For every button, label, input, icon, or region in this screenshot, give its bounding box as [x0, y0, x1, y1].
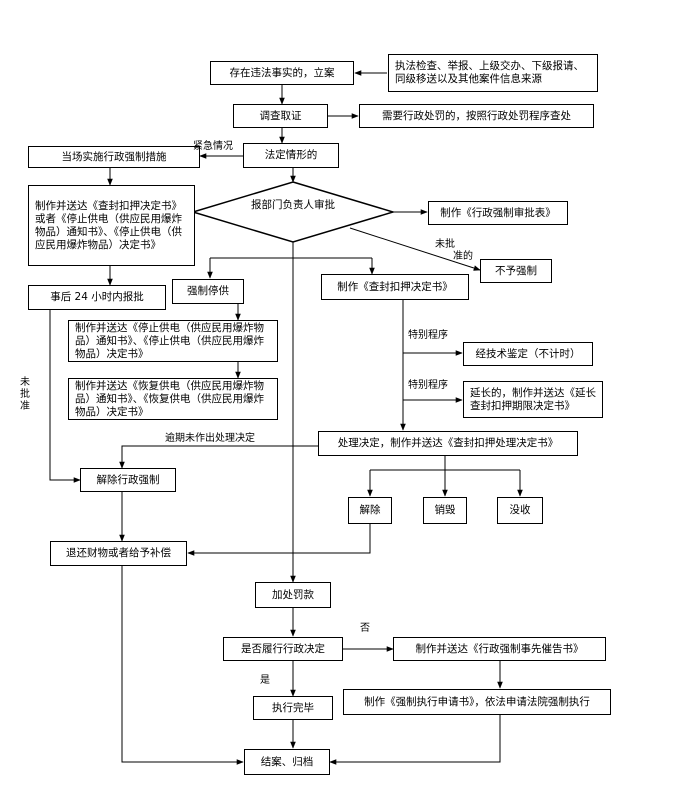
- onsite-box: 当场实施行政强制措施: [28, 146, 200, 168]
- release-text: 解除: [359, 504, 381, 516]
- arrow-return-to-archive: [121, 566, 244, 765]
- fine-box: 加处罚款: [255, 582, 331, 608]
- approval-diamond: [190, 181, 396, 243]
- arrow-approval-to-noenforce: [349, 227, 481, 271]
- label-left-not-approved: 未批准: [20, 377, 30, 412]
- seal-doc-text: 制作并送达《查封扣押决定书》或者《停止供电（供应民用爆炸物品）通知书》、《停止供…: [35, 199, 182, 251]
- extension-box: 延长的，制作并送达《延长查封扣押期限决定书》: [463, 381, 603, 418]
- stop-notice-text: 制作并送达《停止供电（供应民用爆炸物品）通知书》、《停止供电（供应民用爆炸物品）…: [75, 321, 264, 360]
- statutory-box: 法定情形的: [243, 143, 339, 168]
- fulfilled-text: 是否履行行政决定: [241, 642, 325, 655]
- investigate-box: 调查取证: [233, 104, 328, 128]
- fulfilled-box: 是否履行行政决定: [223, 637, 343, 661]
- seal-doc-box: 制作并送达《查封扣押决定书》或者《停止供电（供应民用爆炸物品）通知书》、《停止供…: [28, 185, 195, 266]
- report-24h-box: 事后 24 小时内报批: [28, 285, 166, 310]
- approval-form-text: 制作《行政强制审批表》: [440, 206, 556, 219]
- label-emergency: 紧急情况: [193, 141, 233, 152]
- report-24h-text: 事后 24 小时内报批: [50, 291, 144, 303]
- onsite-text: 当场实施行政强制措施: [61, 150, 167, 163]
- executed-box: 执行完毕: [253, 696, 333, 720]
- release-box: 解除: [348, 497, 392, 524]
- label-special-2: 特别程序: [408, 380, 448, 391]
- forced-stop-text: 强制停供: [187, 285, 229, 297]
- statutory-text: 法定情形的: [264, 149, 318, 161]
- seal-decision-box: 制作《查封扣押决定书》: [321, 274, 469, 300]
- label-yes: 是: [260, 675, 270, 686]
- tech-appraisal-text: 经技术鉴定（不计时）: [475, 347, 581, 360]
- reminder-text: 制作并送达《行政强制事先催告书》: [415, 642, 584, 655]
- label-no: 否: [360, 623, 370, 634]
- label-overdue: 逾期未作出处理决定: [165, 433, 255, 444]
- label-special-1: 特别程序: [408, 330, 448, 341]
- approval-text: 报部门负责人审批: [251, 199, 335, 211]
- tech-appraisal-box: 经技术鉴定（不计时）: [463, 342, 593, 366]
- archive-text: 结案、归档: [260, 755, 314, 768]
- release-enforce-box: 解除行政强制: [80, 468, 176, 492]
- admin-penalty-box: 需要行政处罚的，按照行政处罚程序查处: [359, 104, 594, 128]
- arrow-report-to-release: [49, 310, 81, 483]
- reminder-box: 制作并送达《行政强制事先催告书》: [393, 637, 606, 661]
- fine-text: 加处罚款: [272, 588, 314, 601]
- label-not-approved-2: 准的: [453, 251, 473, 262]
- forced-stop-box: 强制停供: [172, 279, 244, 304]
- destroy-text: 销毁: [434, 504, 456, 516]
- stop-notice-box: 制作并送达《停止供电（供应民用爆炸物品）通知书》、《停止供电（供应民用爆炸物品）…: [68, 320, 278, 362]
- label-not-approved-1: 未批: [435, 239, 455, 250]
- investigate-text: 调查取证: [259, 109, 302, 122]
- no-enforce-text: 不予强制: [495, 264, 537, 277]
- sources-text: 执法检查、举报、上级交办、下级报请、同级移送以及其他案件信息来源: [395, 60, 584, 85]
- approval-form-box: 制作《行政强制审批表》: [428, 201, 568, 225]
- restore-notice-text: 制作并送达《恢复供电（供应民用爆炸物品）通知书》、《恢复供电（供应民用爆炸物品）…: [75, 379, 264, 418]
- arrow-overdue-to-release: [119, 445, 318, 469]
- return-goods-box: 退还财物或者给予补偿: [50, 541, 187, 566]
- archive-box: 结案、归档: [244, 749, 330, 775]
- arrow-release2-to-return: [187, 524, 371, 556]
- destroy-box: 销毁: [423, 497, 467, 524]
- filing-box: 存在违法事实的，立案: [210, 61, 354, 85]
- confiscate-text: 没收: [509, 504, 531, 516]
- return-goods-text: 退还财物或者给予补偿: [66, 547, 171, 559]
- no-enforce-box: 不予强制: [480, 259, 552, 283]
- sources-box: 执法检查、举报、上级交办、下级报请、同级移送以及其他案件信息来源: [388, 54, 598, 92]
- arrow-court-to-archive: [329, 715, 501, 765]
- handling-text: 处理决定，制作并送达《查封扣押处理决定书》: [337, 437, 559, 449]
- filing-text: 存在违法事实的，立案: [229, 66, 335, 79]
- admin-penalty-text: 需要行政处罚的，按照行政处罚程序查处: [382, 109, 571, 122]
- confiscate-box: 没收: [497, 497, 543, 524]
- restore-notice-box: 制作并送达《恢复供电（供应民用爆炸物品）通知书》、《恢复供电（供应民用爆炸物品）…: [68, 378, 278, 420]
- seal-decision-text: 制作《查封扣押决定书》: [337, 280, 453, 293]
- court-apply-box: 制作《强制执行申请书》，依法申请法院强制执行: [343, 689, 611, 715]
- extension-text: 延长的，制作并送达《延长查封扣押期限决定书》: [470, 386, 596, 412]
- executed-text: 执行完毕: [272, 701, 314, 714]
- release-enforce-text: 解除行政强制: [96, 473, 160, 486]
- court-apply-text: 制作《强制执行申请书》，依法申请法院强制执行: [364, 695, 590, 708]
- handling-box: 处理决定，制作并送达《查封扣押处理决定书》: [318, 431, 578, 456]
